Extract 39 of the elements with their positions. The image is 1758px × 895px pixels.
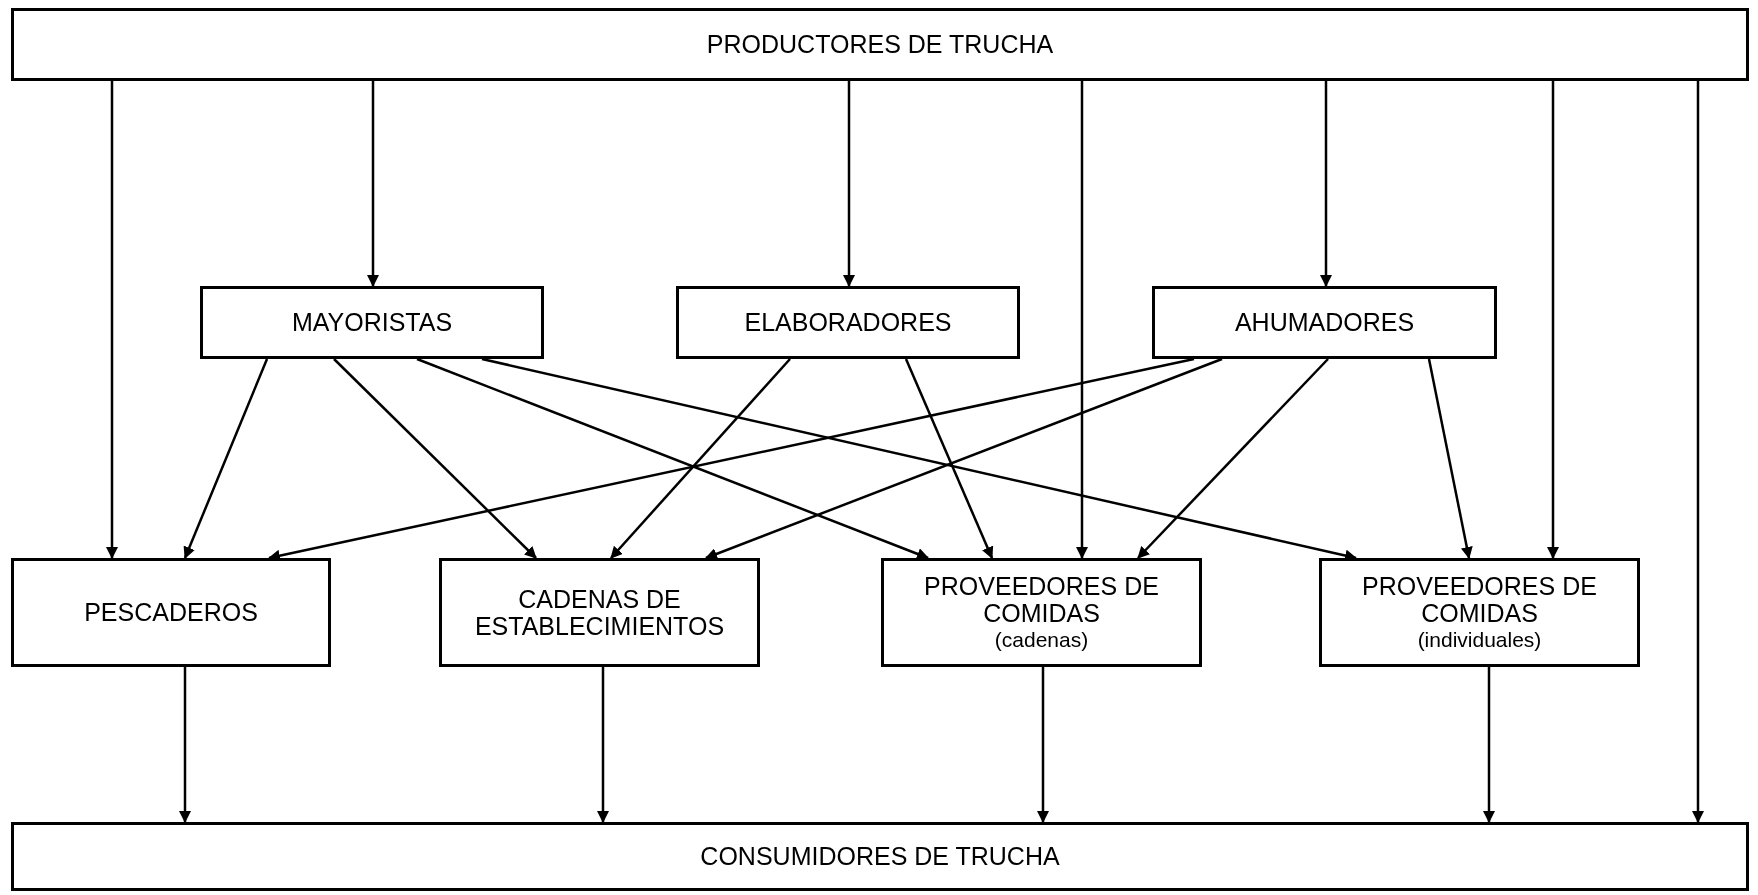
arrow (1076, 81, 1088, 559)
arrow (610, 358, 791, 559)
arrow (1137, 358, 1329, 559)
arrow (597, 667, 609, 823)
arrow (367, 81, 379, 287)
arrow (1547, 81, 1559, 559)
arrow (1320, 81, 1332, 287)
box-sublabel: (individuales) (1417, 627, 1542, 652)
box-label: PROVEEDORES DE COMIDAS (923, 573, 1160, 627)
box-label: PROVEEDORES DE COMIDAS (1361, 573, 1598, 627)
arrow (183, 358, 269, 559)
process-box (11, 822, 1749, 891)
process-box (200, 286, 544, 359)
arrow (1427, 358, 1473, 559)
arrow (333, 358, 537, 559)
box-label: ELABORADORES (744, 309, 952, 336)
arrow (1692, 81, 1704, 823)
box-label: CADENAS DE ESTABLECIMIENTOS (473, 585, 726, 640)
arrow (416, 357, 929, 560)
arrow (904, 358, 994, 559)
process-box (676, 286, 1020, 359)
arrow (179, 667, 191, 823)
process-box (11, 558, 331, 667)
box-label: PESCADEROS (84, 599, 258, 626)
box-label: AHUMADORES (1234, 309, 1415, 336)
box-label: MAYORISTAS (291, 309, 453, 336)
arrow (1483, 667, 1495, 823)
process-box (1319, 558, 1640, 667)
box-label: CONSUMIDORES DE TRUCHA (700, 843, 1060, 870)
process-box (11, 8, 1749, 81)
box-label: PRODUCTORES DE TRUCHA (706, 31, 1054, 58)
arrow (843, 81, 855, 287)
box-sublabel: (cadenas) (994, 627, 1089, 652)
arrow (705, 357, 1223, 560)
process-box (439, 558, 760, 667)
arrow (1037, 667, 1049, 823)
process-box (1152, 286, 1497, 359)
arrow (106, 81, 118, 559)
process-box (881, 558, 1202, 667)
